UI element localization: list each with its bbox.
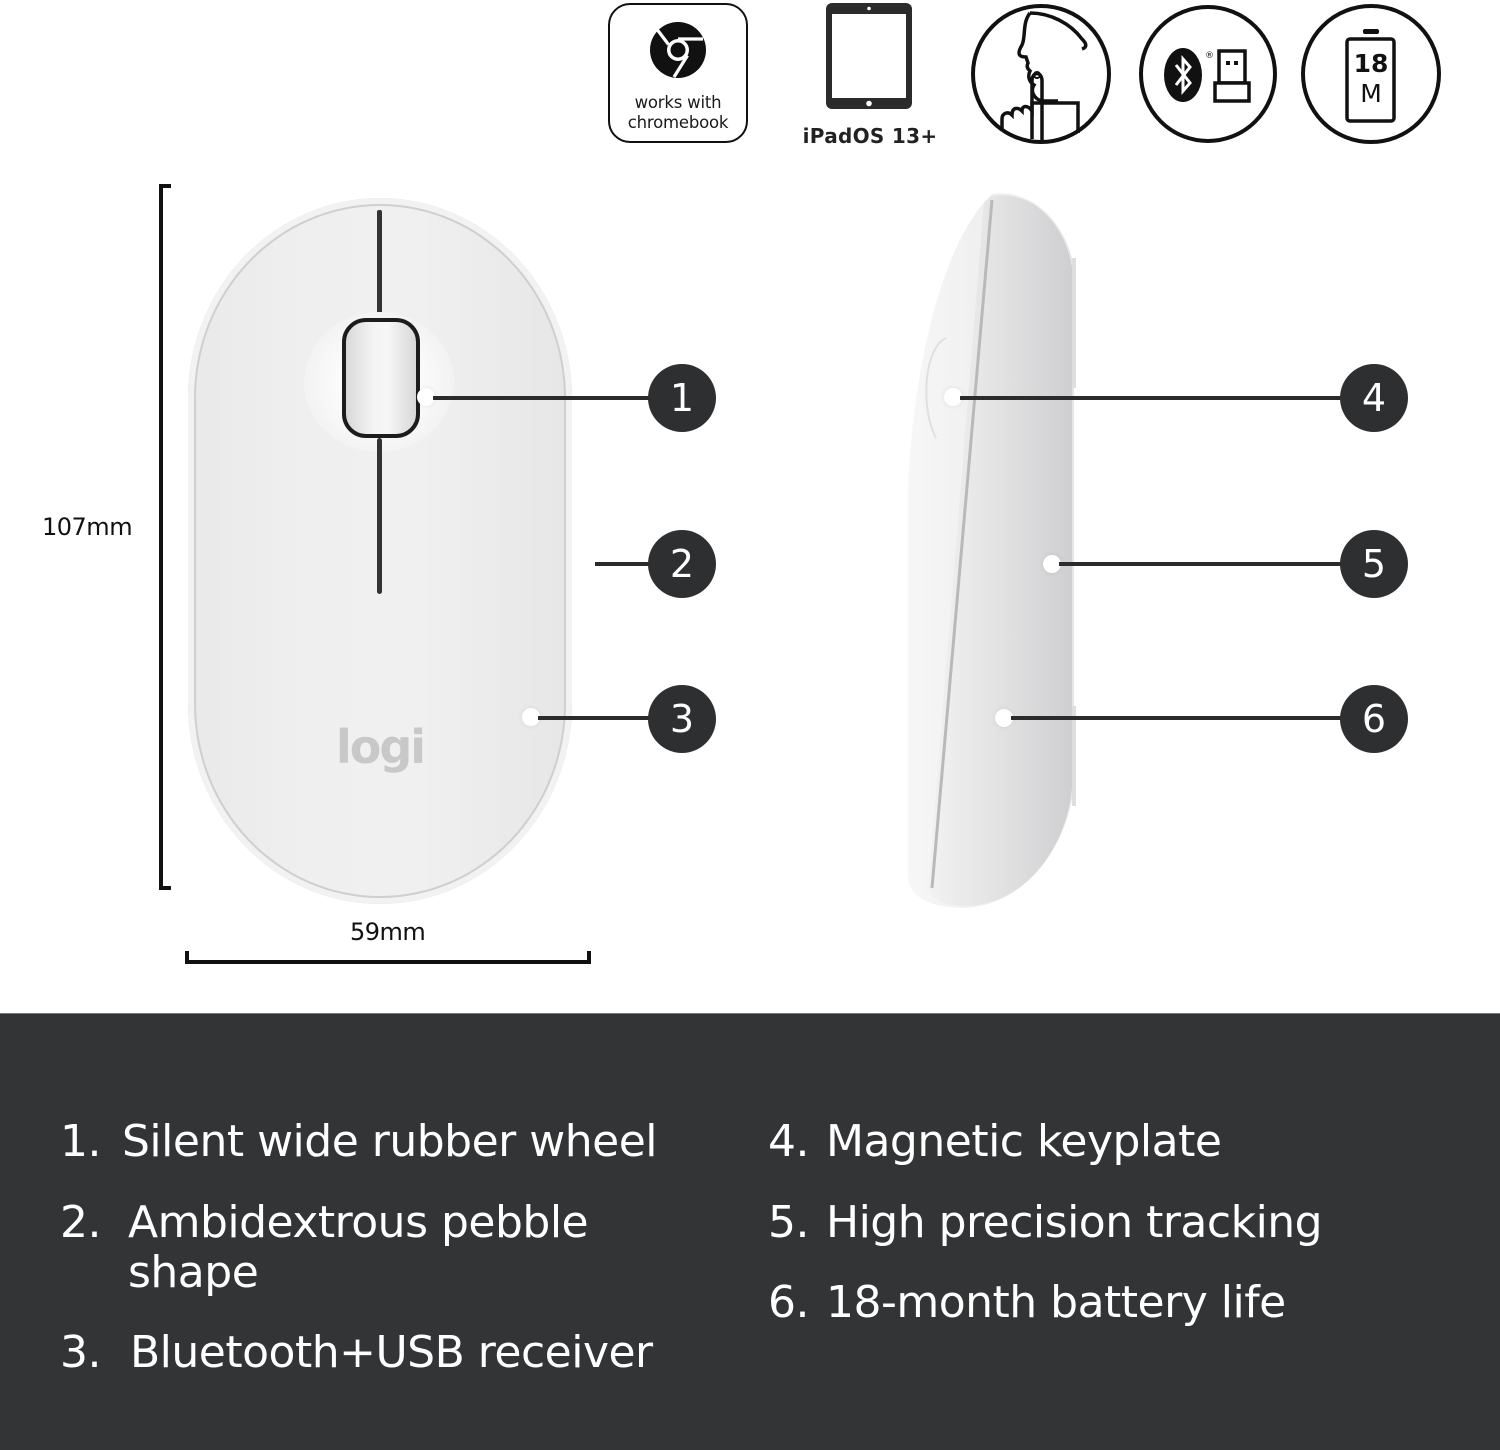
chromebook-label: works with chromebook — [610, 93, 746, 133]
width-dimension-line — [185, 960, 591, 964]
battery-icon — [1301, 4, 1441, 144]
feature-text: 18-month battery life — [826, 1277, 1286, 1328]
feature-number: 4. — [768, 1116, 809, 1167]
feature-number: 2. — [60, 1197, 101, 1248]
callout-5-badge: 5 — [1340, 530, 1408, 598]
battery-badge: 18 M — [1300, 3, 1442, 145]
chromebook-label-line2: chromebook — [627, 113, 729, 132]
callout-4-anchor — [944, 388, 962, 406]
callout-3-line — [538, 716, 653, 720]
features-panel — [0, 1013, 1500, 1450]
logi-logo: logi — [336, 720, 426, 774]
scroll-wheel — [342, 318, 420, 438]
ipad-icon — [826, 3, 912, 109]
ipad-label: iPadOS 13+ — [802, 124, 938, 148]
callout-2-badge: 2 — [648, 530, 716, 598]
feature-item-2: 2. Ambidextrous pebble shape — [60, 1197, 589, 1298]
callout-1-line — [433, 396, 653, 400]
callout-1-badge: 1 — [648, 364, 716, 432]
feature-item-1: 1. Silent wide rubber wheel — [60, 1116, 658, 1167]
callout-5-anchor — [1043, 555, 1061, 573]
feature-item-5: 5. High precision tracking — [768, 1197, 1323, 1248]
width-dimension-label: 59mm — [350, 918, 426, 946]
feature-number: 5. — [768, 1197, 809, 1248]
chromebook-label-line1: works with — [634, 93, 722, 112]
button-split-top — [377, 210, 382, 336]
mouse-top-view: logi — [188, 198, 572, 904]
feature-item-4: 4. Magnetic keyplate — [768, 1116, 1222, 1167]
feature-text: Magnetic keyplate — [826, 1116, 1222, 1167]
height-dimension-cap-bottom — [159, 886, 171, 890]
callout-6-line — [1011, 716, 1345, 720]
callout-4-line — [960, 396, 1345, 400]
feature-number: 3. — [60, 1327, 101, 1378]
feature-number: 6. — [768, 1277, 809, 1328]
height-dimension-line — [159, 184, 163, 890]
callout-3-anchor — [522, 708, 540, 726]
mouse-side-view — [906, 188, 1078, 908]
silent-badge — [970, 3, 1112, 145]
callout-5-line — [1059, 562, 1345, 566]
feature-number: 1. — [60, 1116, 101, 1167]
battery-value: 18 — [1353, 49, 1389, 78]
feature-text: Bluetooth+USB receiver — [130, 1327, 653, 1378]
feature-item-6: 6. 18-month battery life — [768, 1278, 1286, 1328]
feature-text: Silent wide rubber wheel — [122, 1116, 658, 1167]
connectivity-badge: ® — [1138, 3, 1278, 145]
callout-6-anchor — [995, 709, 1013, 727]
height-dimension-cap-top — [159, 184, 171, 188]
button-split-bottom — [377, 438, 382, 594]
callout-4-badge: 4 — [1340, 364, 1408, 432]
ipad-badge: iPadOS 13+ — [800, 2, 940, 152]
callout-2-line — [595, 562, 655, 566]
feature-text-line2: shape — [128, 1247, 259, 1298]
callout-1-anchor — [417, 388, 435, 406]
bluetooth-usb-icon: ® — [1139, 5, 1277, 143]
chrome-icon — [650, 22, 706, 78]
height-dimension-label: 107mm — [42, 513, 133, 541]
feature-text: Ambidextrous pebble shape — [128, 1197, 589, 1298]
chromebook-badge: works with chromebook — [608, 3, 748, 143]
battery-unit: M — [1360, 79, 1382, 108]
feature-text: High precision tracking — [826, 1197, 1323, 1248]
width-dimension-cap-right — [587, 951, 591, 964]
silent-click-icon — [971, 4, 1111, 144]
callout-3-badge: 3 — [648, 685, 716, 753]
svg-text:®: ® — [1205, 51, 1214, 61]
width-dimension-cap-left — [185, 951, 189, 964]
feature-item-3: 3. Bluetooth+USB receiver — [60, 1328, 653, 1378]
feature-text-line1: Ambidextrous pebble — [128, 1197, 589, 1248]
callout-6-badge: 6 — [1340, 685, 1408, 753]
